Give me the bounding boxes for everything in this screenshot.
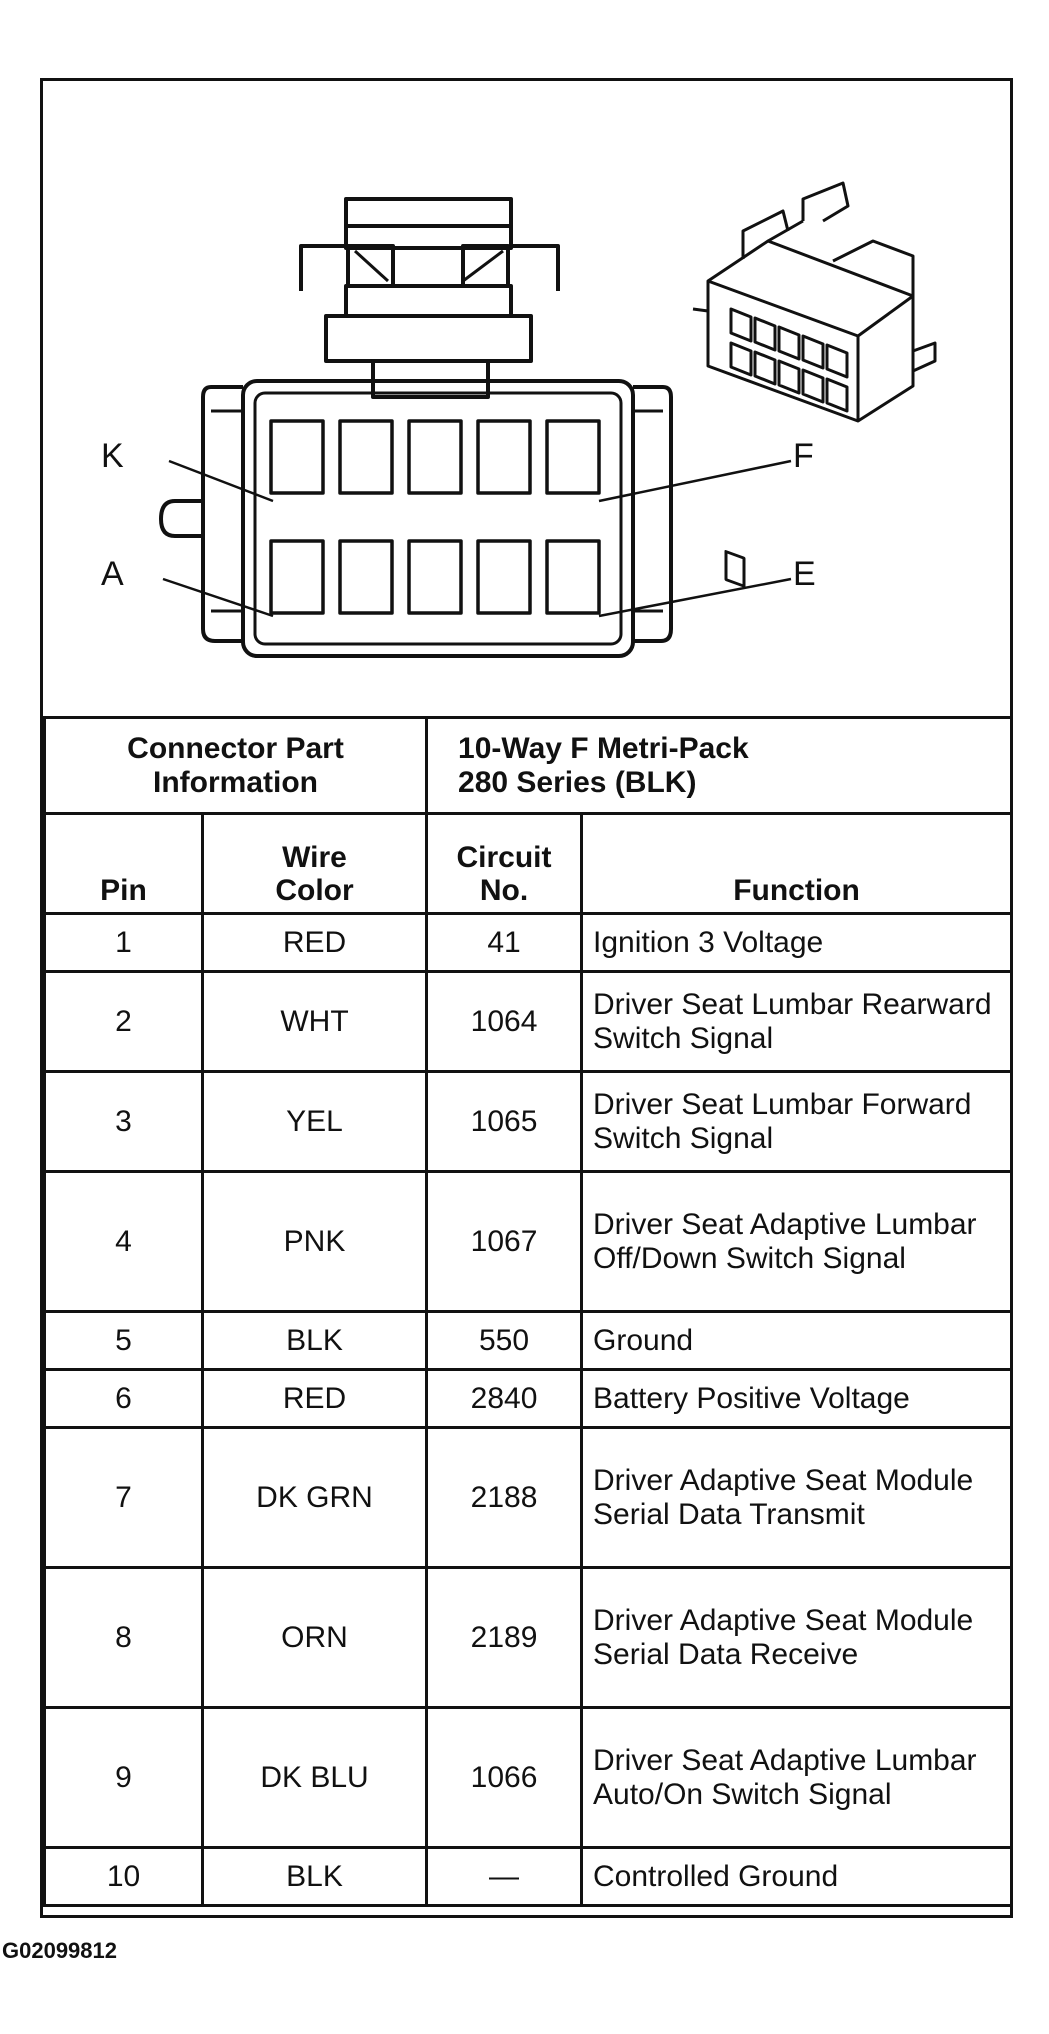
table-row: 6 RED 2840 Battery Positive Voltage xyxy=(43,1368,1014,1429)
cell-circuit: 1064 xyxy=(425,970,584,1073)
cell-wire-color: ORN xyxy=(200,1566,429,1709)
col-header-circuit-l2: No. xyxy=(479,874,529,908)
table-row: 3 YEL 1065 Driver Seat Lumbar Forward Sw… xyxy=(43,1070,1014,1173)
cell-pin: 7 xyxy=(43,1426,204,1569)
cell-circuit: 1066 xyxy=(425,1706,584,1849)
cell-wire-color: PNK xyxy=(200,1170,429,1313)
table-row: 1 RED 41 Ignition 3 Voltage xyxy=(43,912,1014,973)
col-header-pin: Pin xyxy=(43,812,204,915)
cell-pin: 1 xyxy=(43,912,204,973)
connector-drawing xyxy=(159,181,937,658)
cell-pin: 6 xyxy=(43,1368,204,1429)
cell-circuit: — xyxy=(425,1846,584,1907)
cell-pin: 8 xyxy=(43,1566,204,1709)
cell-wire-color: RED xyxy=(200,1368,429,1429)
col-header-function: Function xyxy=(580,812,1014,915)
cell-wire-color: DK BLU xyxy=(200,1706,429,1849)
cell-function: Driver Seat Lumbar Rearward Switch Signa… xyxy=(580,970,1014,1073)
cell-wire-color: WHT xyxy=(200,970,429,1073)
cell-pin: 3 xyxy=(43,1070,204,1173)
pin-label-k: K xyxy=(101,437,124,475)
connector-info-row: Connector Part Information 10-Way F Metr… xyxy=(42,716,1014,815)
cell-function: Ground xyxy=(580,1310,1014,1371)
col-header-wire-color: Wire Color xyxy=(200,812,429,915)
cell-pin: 5 xyxy=(43,1310,204,1371)
col-header-wire-color-l1: Wire xyxy=(282,840,347,874)
cell-pin: 2 xyxy=(43,970,204,1073)
cell-function: Driver Seat Adaptive Lumbar Off/Down Swi… xyxy=(580,1170,1014,1313)
connector-iso-view xyxy=(692,181,937,588)
connector-figure: K F A E Connector Part Information 10-Wa… xyxy=(40,78,1014,1918)
table-row: 8 ORN 2189 Driver Adaptive Seat Module S… xyxy=(43,1566,1014,1709)
cell-function: Battery Positive Voltage xyxy=(580,1368,1014,1429)
table-row: 9 DK BLU 1066 Driver Seat Adaptive Lumba… xyxy=(43,1706,1014,1849)
cell-function: Controlled Ground xyxy=(580,1846,1014,1907)
table-row: 7 DK GRN 2188 Driver Adaptive Seat Modul… xyxy=(43,1426,1014,1569)
connector-info-value-line2: 280 Series (BLK) xyxy=(458,765,697,799)
cell-function: Driver Seat Adaptive Lumbar Auto/On Swit… xyxy=(580,1706,1014,1849)
cell-circuit: 1065 xyxy=(425,1070,584,1173)
pin-label-a: A xyxy=(101,555,124,593)
cell-wire-color: DK GRN xyxy=(200,1426,429,1569)
cell-function: Ignition 3 Voltage xyxy=(580,912,1014,973)
col-header-wire-color-l2: Color xyxy=(275,874,354,908)
cell-circuit: 550 xyxy=(425,1310,584,1371)
leader-lines xyxy=(162,459,792,618)
cell-circuit: 2840 xyxy=(425,1368,584,1429)
cell-pin: 10 xyxy=(43,1846,204,1907)
cell-wire-color: BLK xyxy=(200,1310,429,1371)
table-row: 5 BLK 550 Ground xyxy=(43,1310,1014,1371)
cell-pin: 4 xyxy=(43,1170,204,1313)
table-row: 4 PNK 1067 Driver Seat Adaptive Lumbar O… xyxy=(43,1170,1014,1313)
cell-wire-color: YEL xyxy=(200,1070,429,1173)
connector-info-label: Connector Part Information xyxy=(42,716,429,815)
cell-function: Driver Adaptive Seat Module Serial Data … xyxy=(580,1566,1014,1709)
table-row: 10 BLK — Controlled Ground xyxy=(43,1846,1014,1907)
pin-label-e: E xyxy=(793,555,816,593)
pin-label-f: F xyxy=(793,437,814,475)
col-header-circuit: Circuit No. xyxy=(425,812,584,915)
cell-function: Driver Seat Lumbar Forward Switch Signal xyxy=(580,1070,1014,1173)
cell-circuit: 2188 xyxy=(425,1426,584,1569)
connector-latch xyxy=(299,197,560,399)
column-header-row: Pin Wire Color Circuit No. Function xyxy=(43,812,1014,915)
cell-circuit: 2189 xyxy=(425,1566,584,1709)
connector-diagram: K F A E xyxy=(43,81,1010,716)
figure-id: G02099812 xyxy=(2,1938,117,1963)
cell-circuit: 1067 xyxy=(425,1170,584,1313)
table-row: 2 WHT 1064 Driver Seat Lumbar Rearward S… xyxy=(43,970,1014,1073)
pinout-table: Connector Part Information 10-Way F Metr… xyxy=(42,716,1014,1907)
cell-wire-color: RED xyxy=(200,912,429,973)
connector-info-value: 10-Way F Metri-Pack 280 Series (BLK) xyxy=(425,716,1014,815)
cell-circuit: 41 xyxy=(425,912,584,973)
connector-info-value-line1: 10-Way F Metri-Pack xyxy=(458,731,749,765)
cell-pin: 9 xyxy=(43,1706,204,1849)
col-header-circuit-l1: Circuit xyxy=(456,840,552,874)
cell-function: Driver Adaptive Seat Module Serial Data … xyxy=(580,1426,1014,1569)
cavity-grid xyxy=(269,419,601,615)
cell-wire-color: BLK xyxy=(200,1846,429,1907)
connector-body xyxy=(159,379,673,658)
